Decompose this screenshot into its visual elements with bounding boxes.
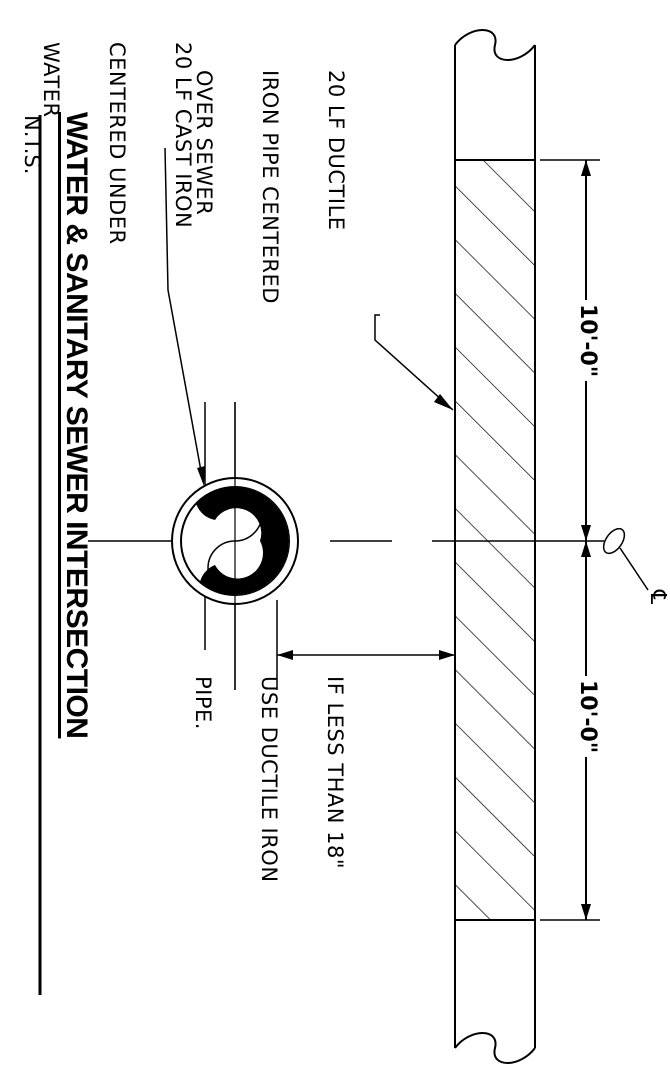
centerline-symbol-circle (602, 527, 626, 555)
leaders (164, 147, 454, 486)
ductile-iron-hatch (455, 160, 535, 920)
water-main-section (171, 402, 299, 690)
dimension-line (540, 159, 600, 921)
less-than-note-line: IF LESS THAN 18" (323, 676, 347, 870)
centerline-leader (619, 547, 649, 591)
cast-iron-note-line: 20 LF CAST IRON (171, 42, 195, 229)
cast-iron-note-line: CENTERED UNDER (105, 42, 129, 245)
less-than-note-line: PIPE. (191, 676, 215, 730)
centerline-label: ℄ (645, 590, 670, 605)
less-than-note-line: USE DUCTILE IRON (257, 676, 281, 883)
ductile-iron-note-line: IRON PIPE CENTERED (258, 70, 282, 304)
sewer-pipe (454, 29, 536, 1064)
ductile-iron-note-line: 20 LF DUCTILE (324, 70, 348, 231)
pipe-break-bottom (454, 1032, 536, 1064)
lower-dimension-label: 10'-0" (575, 676, 600, 758)
pipe-break-top (454, 29, 536, 61)
cast-iron-note-line: WATER (39, 42, 63, 118)
cast-iron-note: 20 LF CAST IRON CENTERED UNDER WATER (18, 42, 238, 245)
less-than-note: IF LESS THAN 18" USE DUCTILE IRON PIPE. (170, 676, 390, 883)
clearance-dimension (276, 600, 455, 690)
upper-dimension-label: 10'-0" (575, 300, 600, 382)
